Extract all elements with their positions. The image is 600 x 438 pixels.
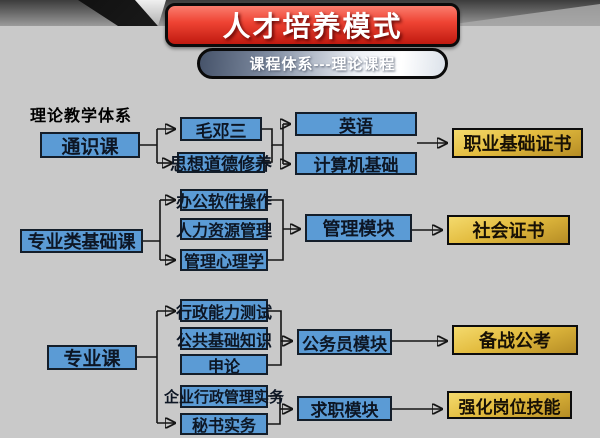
node-mao-deng-san: 毛邓三 [180, 117, 262, 141]
node-computer-basics: 计算机基础 [295, 152, 417, 175]
node-ideological-moral: 思想道德修养 [170, 152, 272, 174]
node-job-seeking-module: 求职模块 [297, 396, 392, 421]
node-hr-management: 人力资源管理 [176, 218, 272, 240]
node-english: 英语 [295, 112, 417, 136]
node-civil-exam-prep: 备战公考 [452, 325, 578, 355]
node-enterprise-admin-practice: 企业行政管理实务 [164, 385, 284, 408]
slide-title: 人才培养模式 [222, 11, 403, 42]
node-social-cert: 社会证书 [447, 215, 570, 245]
node-professional-foundation: 专业类基础课 [20, 229, 143, 253]
connectors-professional-course-group [137, 311, 447, 424]
node-admin-ability-test: 行政能力测试 [176, 299, 272, 322]
node-shenlun: 申论 [180, 354, 268, 376]
connectors-professional-foundation-group [143, 200, 442, 260]
subtitle-pill: 课程体系---理论课程 [197, 48, 448, 79]
connectors-general-course-group [140, 124, 447, 164]
node-vocational-cert: 职业基础证书 [452, 128, 583, 158]
node-job-skills: 强化岗位技能 [447, 391, 572, 419]
node-public-basic-knowledge: 公共基础知识 [176, 327, 272, 350]
node-management-psychology: 管理心理学 [180, 249, 268, 271]
node-secretary-practice: 秘书实务 [180, 413, 268, 435]
node-management-module: 管理模块 [305, 214, 412, 242]
node-professional-course: 专业课 [47, 345, 137, 370]
node-office-software: 办公软件操作 [176, 189, 272, 211]
node-civil-servant-module: 公务员模块 [297, 329, 392, 355]
section-heading: 理论教学体系 [30, 108, 133, 125]
slide-title-banner: 人才培养模式 [165, 3, 460, 47]
node-general-course: 通识课 [40, 132, 140, 158]
slide-subtitle: 课程体系---理论课程 [249, 56, 396, 73]
